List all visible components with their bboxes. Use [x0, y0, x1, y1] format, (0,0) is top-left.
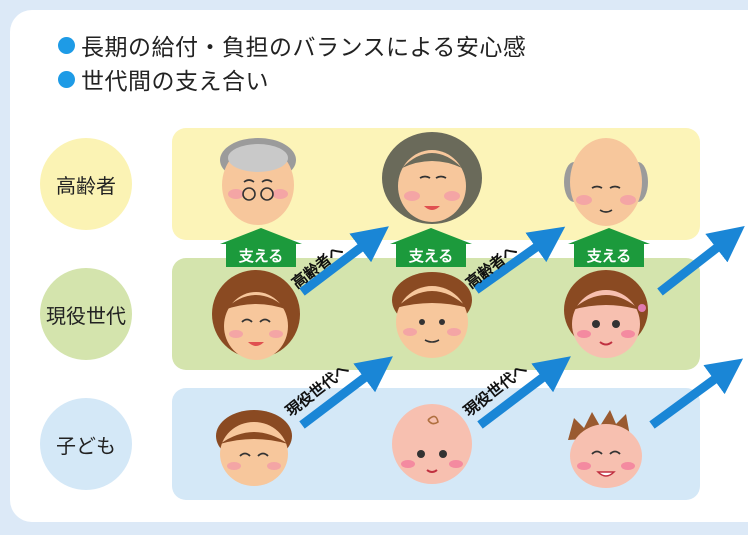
bullet-item: 世代間の支え合い: [58, 62, 526, 96]
arrow-child-to-worker: [649, 358, 744, 429]
elderly-man-glasses-face-icon: [220, 138, 296, 225]
row-label-child: 子ども: [40, 398, 132, 490]
arrow-worker-to-elder: [473, 226, 566, 294]
arrow-worker-to-elder: [299, 226, 389, 296]
support-arrow: 支える: [220, 228, 302, 268]
bullet-text: 世代間の支え合い: [81, 69, 269, 95]
baby-face-icon: [392, 404, 472, 484]
bald-elderly-man-face-icon: [564, 138, 648, 226]
support-arrow: 支える: [568, 228, 650, 268]
bullet-text: 長期の給付・負担のバランスによる安心感: [81, 35, 527, 61]
bullet-item: 長期の給付・負担のバランスによる安心感: [58, 28, 526, 62]
elderly-woman-face-icon: [382, 132, 482, 224]
support-label: 支える: [574, 243, 644, 267]
support-label: 支える: [396, 243, 466, 267]
bullet-list: 長期の給付・負担のバランスによる安心感 世代間の支え合い: [58, 28, 526, 96]
young-woman-face-icon: [564, 270, 648, 358]
bullet-dot-icon: [58, 70, 75, 88]
bullet-dot-icon: [58, 36, 75, 54]
support-label: 支える: [226, 243, 296, 267]
row-label-elder: 高齢者: [40, 138, 132, 230]
boy-face-icon: [216, 410, 292, 486]
arrow-child-to-worker: [477, 356, 571, 429]
man-face-icon: [392, 272, 472, 358]
arrow-child-to-worker: [299, 356, 393, 429]
arrow-worker-to-elder: [657, 226, 745, 296]
spiky-hair-boy-face-icon: [568, 410, 642, 488]
row-label-worker: 現役世代: [40, 268, 132, 360]
woman-face-icon: [212, 270, 300, 360]
support-arrow: 支える: [390, 228, 472, 268]
